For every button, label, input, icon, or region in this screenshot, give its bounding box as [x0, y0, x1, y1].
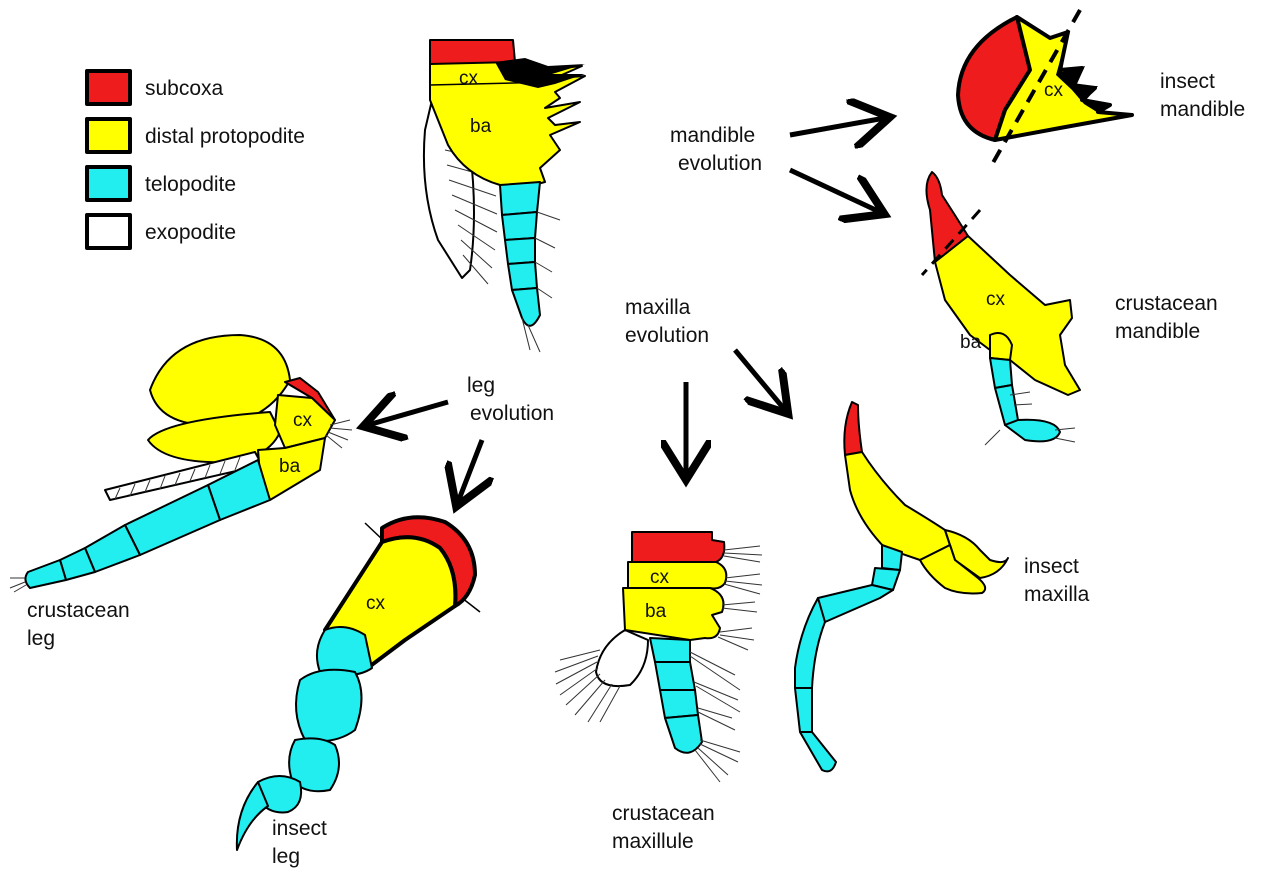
crustacean-maxillule-ba-label: ba: [645, 601, 667, 622]
crustacean-leg-telopodite-bristles: [10, 578, 26, 592]
insect-maxilla-palp-6: [800, 732, 836, 771]
ancestral-telopodite-4: [508, 262, 537, 290]
insect-maxilla-stipes: [845, 452, 950, 560]
ancestral-telopodite-2: [502, 212, 537, 240]
ancestral-subcoxa: [430, 40, 515, 64]
maxilla-evolution-label-1: maxilla: [625, 296, 691, 319]
arrow-to-insect-leg: [458, 440, 482, 502]
ancestral-telopodite-1: [500, 182, 540, 215]
crustacean-maxillule-cx: [628, 562, 726, 588]
ancestral-appendage: cx ba: [424, 40, 585, 352]
leg-evolution-label-2: evolution: [470, 402, 554, 425]
crustacean-maxillule-ba: [623, 588, 724, 640]
legend-swatch-telopodite: [87, 167, 130, 200]
crustacean-mandible-cx-label: cx: [986, 289, 1006, 310]
insect-maxilla-palp-4: [795, 598, 825, 688]
insect-maxilla-label-1: insect: [1024, 555, 1079, 578]
ancestral-cx-label: cx: [459, 68, 479, 89]
crustacean-maxillule-cx-label: cx: [650, 567, 670, 588]
crustacean-mandible-palp-1: [990, 358, 1012, 388]
insect-leg: cx insect leg: [237, 517, 480, 868]
arrow-to-crustacean-leg: [368, 402, 448, 425]
legend-label-exopodite: exopodite: [145, 221, 236, 244]
crustacean-leg-telopodite-5: [25, 560, 66, 588]
insect-maxilla: insect maxilla: [795, 402, 1090, 771]
crustacean-maxillule-label-1: crustacean: [612, 802, 715, 825]
legend-label-telopodite: telopodite: [145, 173, 236, 196]
crustacean-maxillule: cx ba crustacean maxillule: [555, 532, 762, 853]
crustacean-leg-label-2: leg: [27, 627, 55, 650]
legend-swatch-exopodite: [87, 215, 130, 248]
crustacean-maxillule-subcoxa: [632, 532, 724, 562]
crustacean-maxillule-endite-bristles: [718, 546, 762, 650]
insect-leg-telopodite-2: [296, 670, 362, 741]
crustacean-leg: cx ba crustacean leg: [10, 335, 352, 650]
ancestral-telopodite-5: [512, 288, 540, 326]
ancestral-telopodite-3: [505, 238, 535, 264]
insect-mandible-label-2: mandible: [1160, 98, 1245, 121]
crustacean-leg-cx-label: cx: [293, 410, 313, 431]
legend-label-subcoxa: subcoxa: [145, 77, 224, 100]
crustacean-maxillule-telopodite-2: [655, 662, 695, 690]
arrow-to-insect-maxilla: [735, 350, 785, 410]
legend-label-distal-protopodite: distal protopodite: [145, 125, 305, 148]
insect-mandible: cx insect mandible: [958, 10, 1245, 168]
crustacean-mandible-ba-label: ba: [960, 332, 982, 353]
arrow-to-insect-mandible: [790, 118, 885, 135]
insect-leg-telopodite-1: [317, 627, 372, 675]
insect-leg-label-1: insect: [272, 817, 327, 840]
crustacean-mandible: cx ba crustacean mandible: [922, 172, 1218, 445]
insect-leg-cx-label: cx: [366, 593, 386, 614]
crustacean-maxillule-telopodite-4: [665, 715, 702, 753]
insect-leg-label-2: leg: [272, 845, 300, 868]
crustacean-maxillule-exopodite: [596, 630, 648, 686]
crustacean-leg-telopodite-2: [125, 485, 220, 555]
legend-swatch-distal-protopodite: [87, 119, 130, 152]
crustacean-maxillule-telopodite-3: [660, 690, 698, 718]
crustacean-mandible-label-1: crustacean: [1115, 292, 1218, 315]
crustacean-leg-label-1: crustacean: [27, 599, 130, 622]
leg-evolution-label-1: leg: [467, 374, 495, 397]
crustacean-maxillule-label-2: maxillule: [612, 830, 694, 853]
insect-maxilla-label-2: maxilla: [1024, 583, 1090, 606]
mandible-evolution-label-2: evolution: [678, 152, 762, 175]
crustacean-mandible-label-2: mandible: [1115, 320, 1200, 343]
maxilla-evolution-label-2: evolution: [625, 324, 709, 347]
insect-maxilla-subcoxa: [844, 402, 862, 455]
insect-maxilla-palp-5: [795, 688, 812, 732]
crustacean-leg-ba-label: ba: [279, 456, 301, 477]
crustacean-mandible-palp-3: [1005, 420, 1060, 442]
crustacean-maxillule-telopodite-1: [650, 638, 690, 662]
insect-mandible-cx-label: cx: [1044, 80, 1064, 101]
ancestral-ba-label: ba: [470, 116, 492, 137]
insect-leg-claw: [237, 782, 268, 850]
arrow-to-crustacean-mandible: [790, 170, 880, 212]
insect-maxilla-palp-3: [816, 585, 893, 622]
mandible-evolution-label-1: mandible: [670, 124, 755, 147]
insect-mandible-label-1: insect: [1160, 70, 1215, 93]
legend: subcoxa distal protopodite telopodite ex…: [87, 71, 305, 248]
legend-swatch-subcoxa: [87, 71, 130, 104]
